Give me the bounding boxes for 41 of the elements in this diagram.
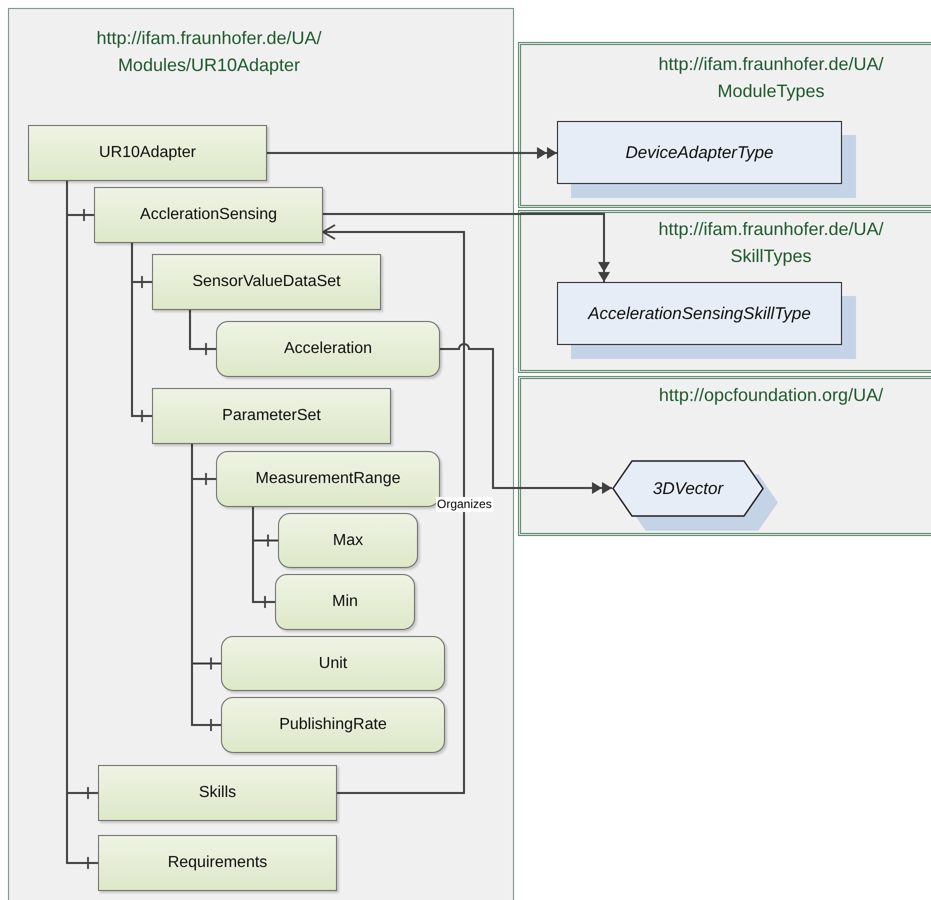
node-label: Max bbox=[332, 532, 364, 550]
object-node bbox=[221, 697, 445, 753]
node-label: Unit bbox=[318, 654, 348, 672]
node-label: PublishingRate bbox=[279, 716, 387, 734]
hierarchy-connector bbox=[131, 243, 152, 423]
hierarchy-connector bbox=[191, 444, 221, 732]
object-node bbox=[278, 513, 418, 568]
node-label: Requirements bbox=[168, 854, 268, 872]
object-node bbox=[94, 187, 323, 243]
object-node bbox=[98, 835, 337, 891]
object-node bbox=[275, 574, 415, 630]
object-node bbox=[216, 321, 440, 377]
datatype-node bbox=[612, 460, 764, 517]
namespace-uri: http://ifam.fraunhofer.de/UA/ ModuleTypes bbox=[657, 53, 885, 103]
object-node bbox=[28, 125, 267, 181]
namespace-uri: http://opcfoundation.org/UA/ bbox=[658, 384, 884, 407]
namespace-panel bbox=[518, 42, 931, 208]
node-label: ParameterSet bbox=[222, 407, 321, 425]
node-label: SensorValueDataSet bbox=[192, 273, 341, 291]
namespace-uri: http://ifam.fraunhofer.de/UA/ Modules/UR10Adapter bbox=[95, 27, 323, 77]
namespace-uri: http://ifam.fraunhofer.de/UA/ SkillTypes bbox=[657, 218, 885, 268]
hierarchy-connector bbox=[189, 310, 216, 356]
object-node bbox=[98, 765, 337, 821]
node-label: AccelerationSensingSkillType bbox=[588, 304, 811, 324]
object-node bbox=[152, 254, 381, 310]
reference-arrow bbox=[322, 224, 465, 794]
node-label: Min bbox=[332, 593, 358, 611]
node-label: MeasurementRange bbox=[256, 470, 400, 488]
namespace-panel bbox=[518, 376, 931, 536]
node-label: AcclerationSensing bbox=[140, 206, 277, 224]
namespace-panel bbox=[8, 8, 514, 900]
namespace-panel bbox=[518, 210, 931, 373]
node-label: DeviceAdapterType bbox=[625, 142, 774, 162]
edge-label: Organizes bbox=[436, 497, 493, 512]
node-label: Skills bbox=[198, 784, 236, 802]
hierarchy-connector bbox=[252, 507, 275, 609]
node-label: 3DVector bbox=[652, 478, 724, 498]
object-node bbox=[221, 636, 445, 691]
node-label: Acceleration bbox=[284, 340, 372, 358]
node-label: UR10Adapter bbox=[99, 144, 196, 162]
object-node bbox=[152, 388, 391, 444]
